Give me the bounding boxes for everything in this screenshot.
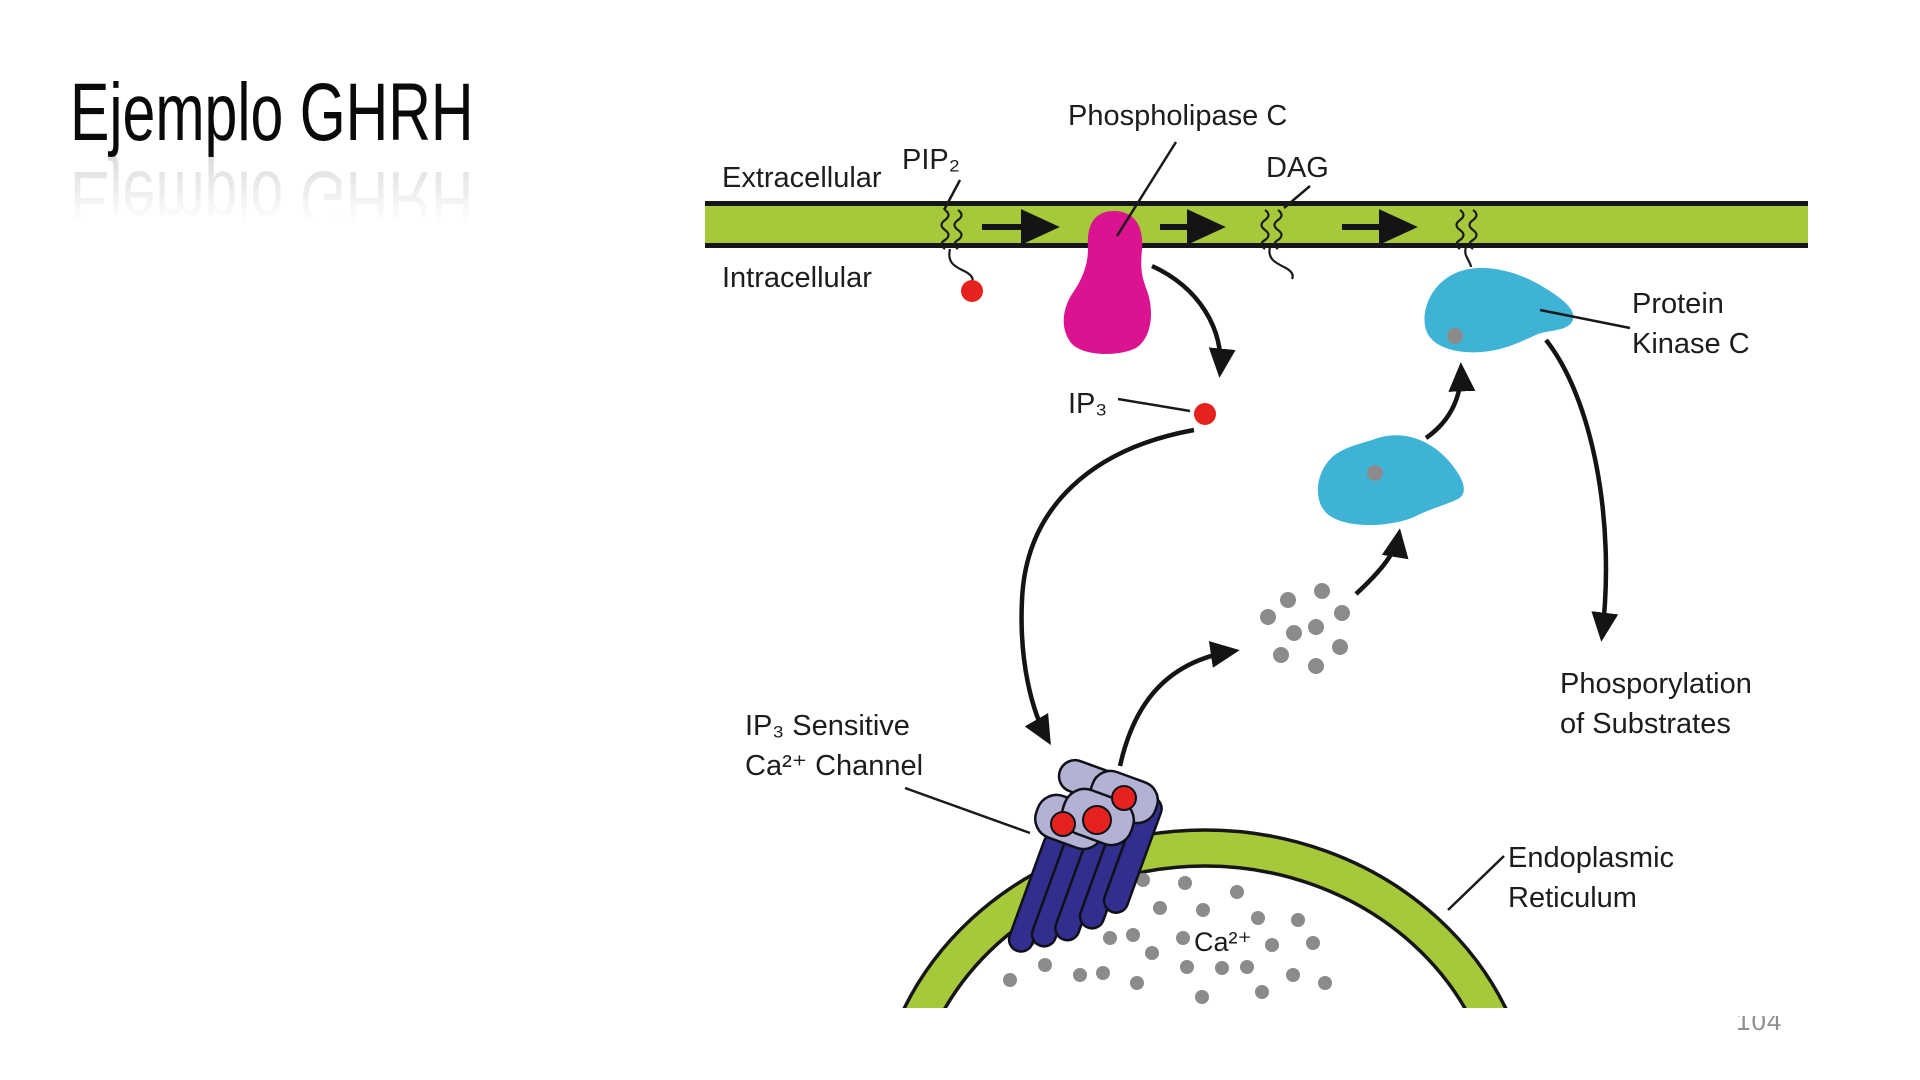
dag-lipid-squiggle: [1260, 209, 1294, 280]
ion-dot: [1130, 976, 1144, 990]
endoplasmic-reticulum-shape: [902, 828, 1508, 1008]
ion-dot: [1176, 931, 1190, 945]
ion-dot: [1318, 976, 1332, 990]
ion-dot: [1280, 592, 1296, 608]
ion-dot: [1195, 990, 1209, 1004]
ion-dot: [1103, 931, 1117, 945]
signal-arrows: [1019, 263, 1619, 767]
plasma-membrane: [705, 201, 1808, 248]
ion-dot: [1003, 973, 1017, 987]
label-intracellular: Intracellular: [722, 262, 872, 294]
ip3-molecule-dot: [1194, 403, 1216, 425]
arrow-pkc-to-substrates: [1544, 338, 1619, 642]
ion-dot: [1145, 946, 1159, 960]
label-endoplasmic-reticulum: Endoplasmic Reticulum: [1508, 842, 1675, 914]
pip2-head-dot: [961, 280, 983, 302]
ion-dot: [1334, 605, 1350, 621]
label-pip2: PIP₂: [902, 144, 960, 176]
ion-dot: [1332, 639, 1348, 655]
ion-dot: [1273, 647, 1289, 663]
released-calcium-cluster: [1260, 583, 1350, 674]
label-extracellular: Extracellular: [722, 162, 882, 194]
pkc-active-shape: [1424, 267, 1574, 353]
arrow-channel-to-calcium: [1117, 641, 1240, 767]
ion-dot: [1308, 619, 1324, 635]
ion-dot: [1073, 968, 1087, 982]
ion-dot: [1306, 936, 1320, 950]
ion-dot: [1265, 938, 1279, 952]
label-calcium: Ca²⁺: [1194, 927, 1252, 957]
calcium-ions: [1003, 873, 1332, 1004]
ion-dot: [1180, 960, 1194, 974]
label-protein-kinase-c: Protein Kinase C: [1632, 288, 1750, 360]
phospholipase-c-shape: [1063, 211, 1152, 354]
pip2-lipid-squiggle: [940, 209, 974, 283]
ion-dot: [1178, 876, 1192, 890]
ion-dot: [1286, 625, 1302, 641]
ion-dot: [1126, 928, 1140, 942]
slide-title: Ejemplo GHRH: [70, 67, 474, 158]
ion-dot: [1196, 903, 1210, 917]
label-ip3: IP₃: [1068, 388, 1108, 420]
ion-dot: [1153, 901, 1167, 915]
ion-dot: [1255, 985, 1269, 999]
label-dag: DAG: [1266, 152, 1329, 184]
ion-dot: [1215, 961, 1229, 975]
arrow-ip3-to-channel: [1019, 427, 1195, 746]
arrow-calcium-to-pkc: [1354, 528, 1409, 596]
arrow-pkc-activation: [1424, 362, 1476, 440]
ion-dot: [1038, 958, 1052, 972]
arrow-plc-to-ip3: [1151, 263, 1236, 378]
ion-dot: [1314, 583, 1330, 599]
page-number: 104: [1736, 1016, 1783, 1036]
ion-dot: [1308, 658, 1324, 674]
ion-dot: [1096, 966, 1110, 980]
protein-kinase-c-shapes: [1317, 267, 1574, 526]
ion-dot: [1260, 609, 1276, 625]
label-leader-lines: [904, 141, 1631, 911]
pkc-active-site-dot: [1447, 328, 1463, 344]
ion-dot: [1230, 885, 1244, 899]
label-phospholipase-c: Phospholipase C: [1068, 100, 1288, 132]
ion-dot: [1240, 960, 1254, 974]
pkc-anchor-squiggle: [1455, 209, 1478, 268]
ion-dot: [1251, 911, 1265, 925]
pkc-inactive-shape: [1317, 435, 1464, 526]
label-phosphorylation: Phosporylation of Substrates: [1560, 668, 1752, 740]
ion-dot: [1291, 913, 1305, 927]
label-ip3-channel: IP₃ Sensitive Ca²⁺ Channel: [745, 710, 924, 782]
ip3-sensitive-ca-channel-shape: [1007, 758, 1163, 953]
ion-dot: [1286, 968, 1300, 982]
ion-dot: [1136, 873, 1150, 887]
pkc-inactive-site-dot: [1367, 465, 1383, 481]
